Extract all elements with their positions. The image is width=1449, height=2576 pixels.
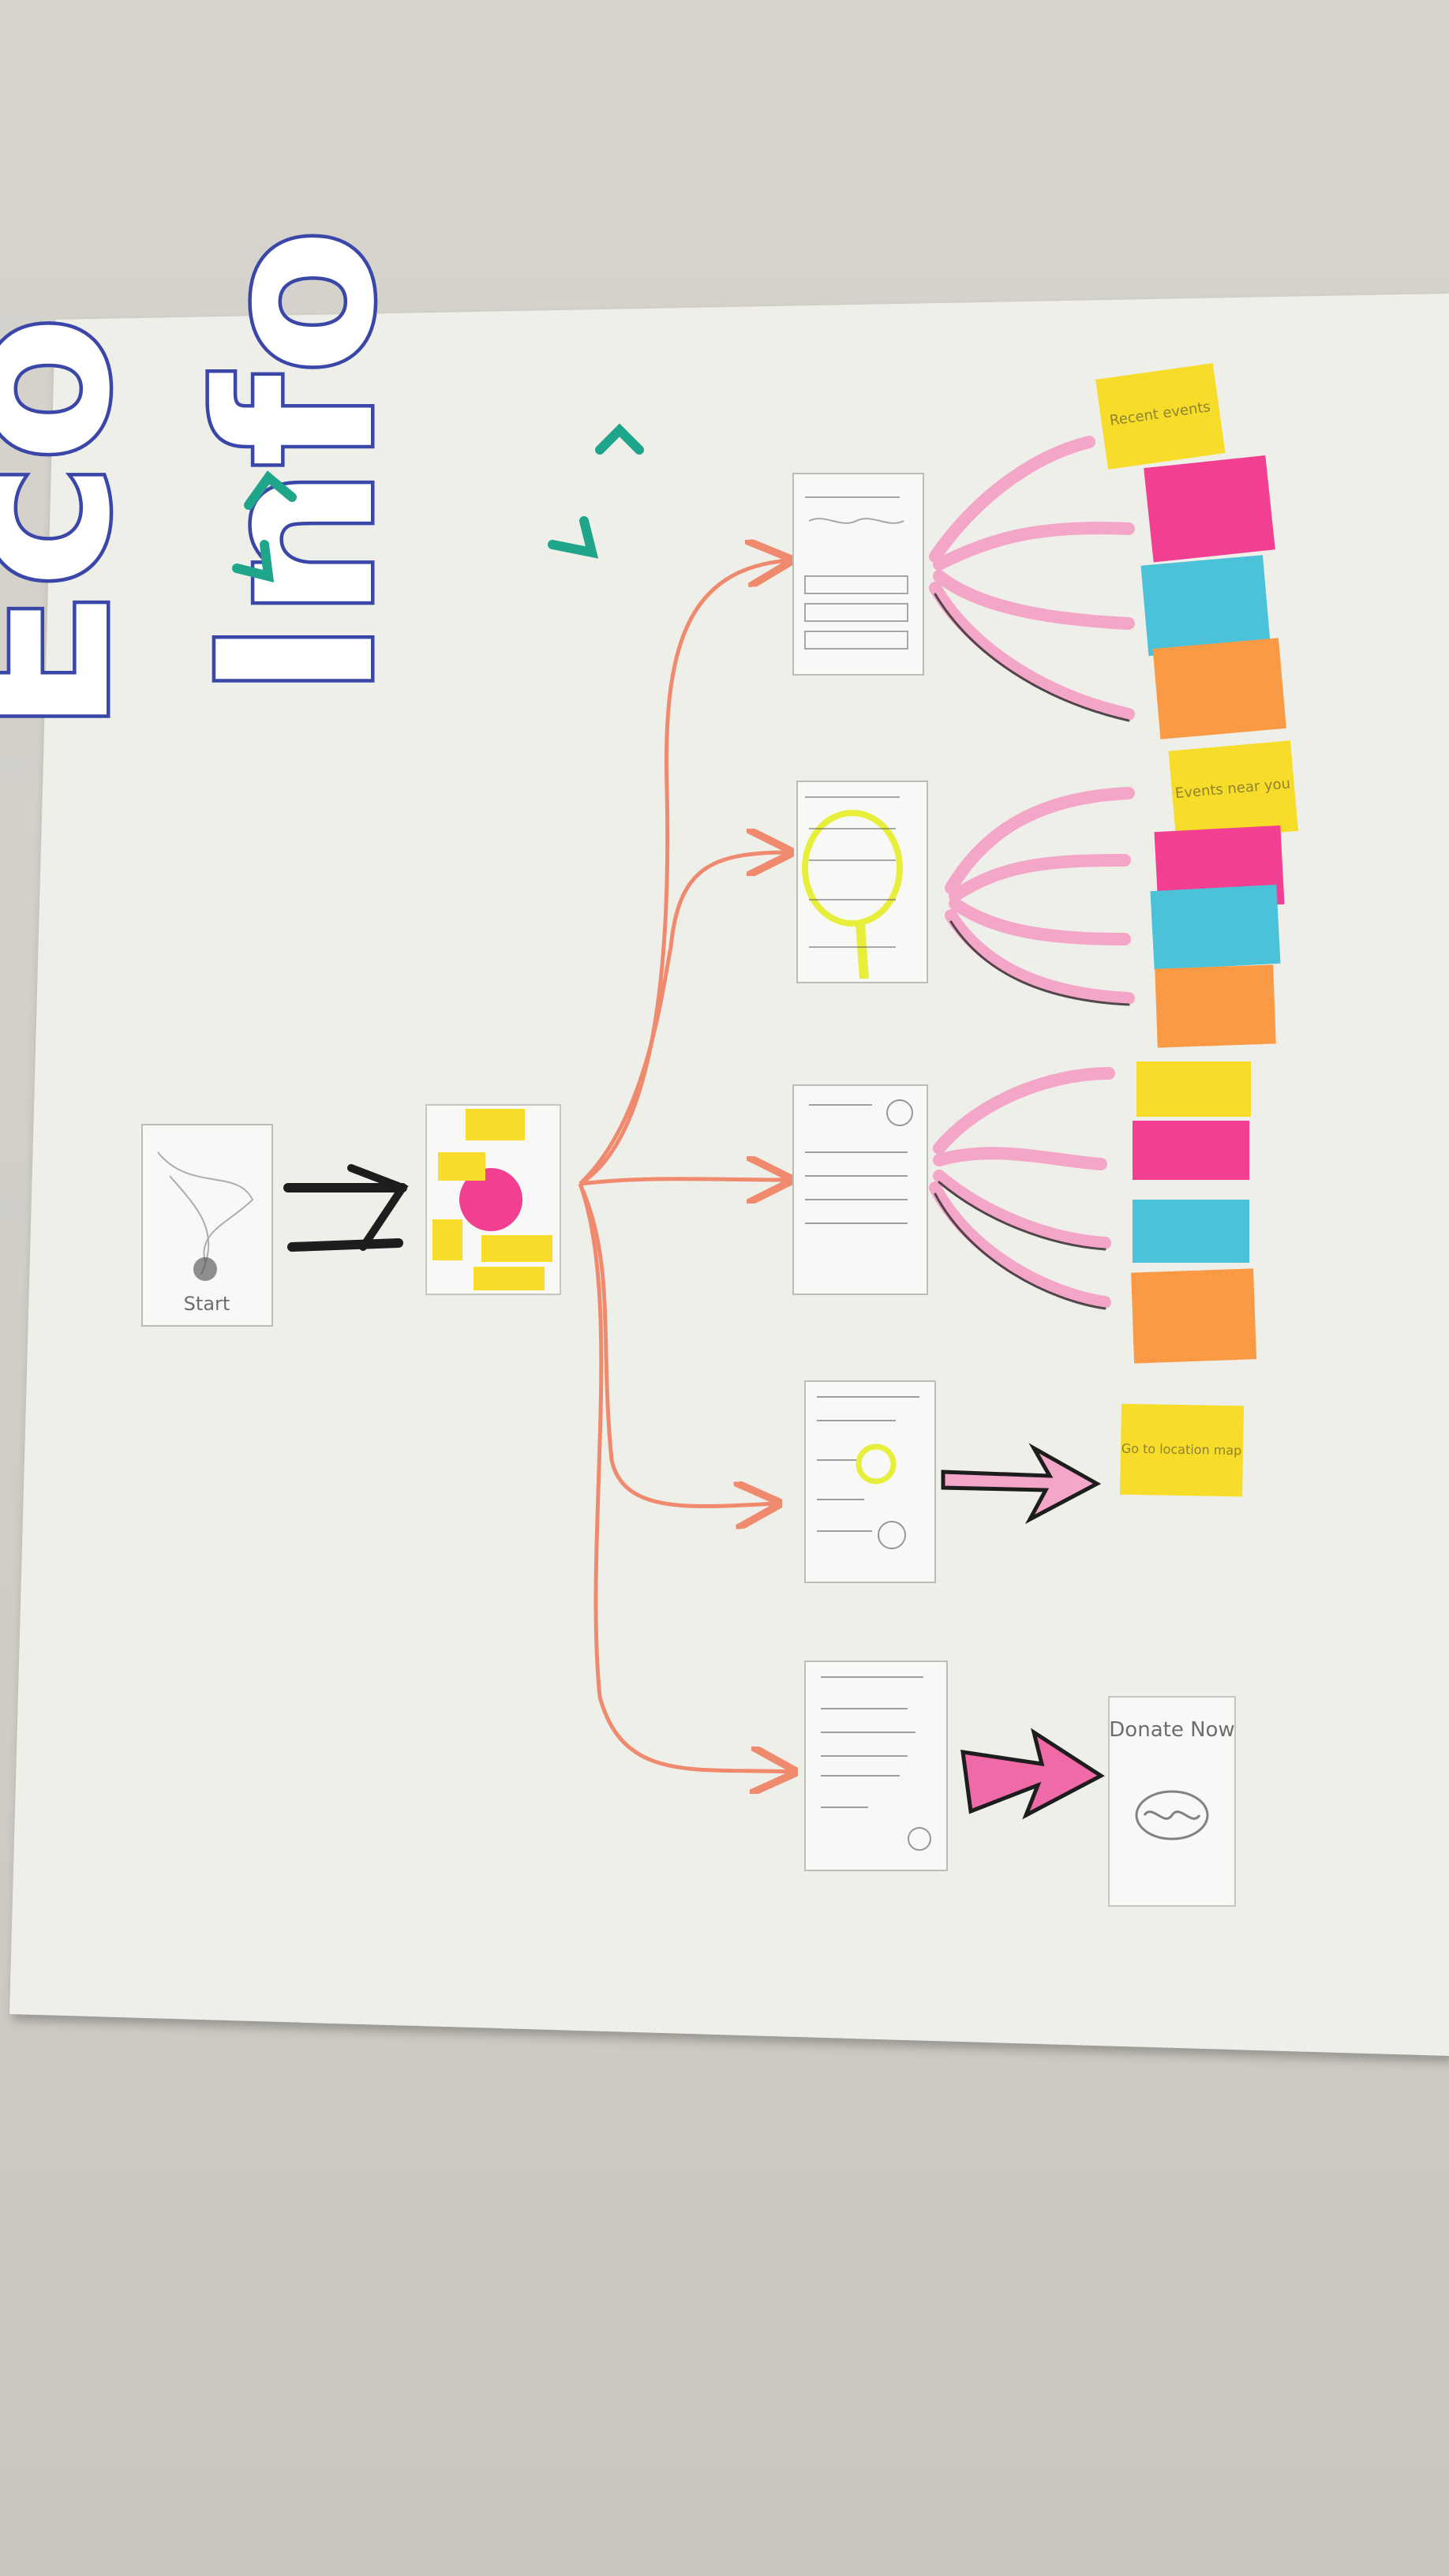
donate-caption: Donate Now <box>1109 1718 1234 1742</box>
note-row3-3 <box>1133 1200 1249 1263</box>
row5-arrow <box>960 1728 1105 1820</box>
note-row1-1: Recent events <box>1095 363 1226 470</box>
fan-arrows <box>929 436 1135 1309</box>
start-card: Start <box>141 1124 273 1327</box>
title-eco: Eco <box>0 316 157 734</box>
screen-1 <box>792 473 924 676</box>
screen-5 <box>804 1661 948 1871</box>
title-group: Eco Info <box>0 225 644 738</box>
note-row2-3 <box>1150 884 1281 971</box>
note-row4-1: Go to location map <box>1120 1403 1245 1497</box>
double-arrow <box>283 1164 409 1252</box>
start-caption: Start <box>184 1293 230 1315</box>
poster-paper <box>9 294 1449 2056</box>
home-screen-card <box>425 1104 561 1295</box>
note-row1-2 <box>1144 455 1275 563</box>
note-row3-1 <box>1136 1061 1251 1117</box>
sticky-notes: Recent events Events near you <box>1095 363 1298 1497</box>
fan-arrows-outline <box>934 593 1130 1310</box>
screen-2 <box>796 781 928 983</box>
row4-arrow <box>941 1443 1102 1525</box>
recycle-icon <box>232 423 644 582</box>
note-row2-1: Events near you <box>1168 740 1298 842</box>
note-row1-4 <box>1152 638 1286 739</box>
title-info: Info <box>173 228 421 698</box>
note-row4-1-text: Go to location map <box>1121 1441 1242 1458</box>
connectors <box>578 560 793 1772</box>
note-row1-3 <box>1140 555 1271 657</box>
screen-3 <box>792 1084 928 1295</box>
donate-card: Donate Now <box>1108 1696 1236 1907</box>
note-row3-4 <box>1131 1268 1257 1364</box>
note-row2-4 <box>1155 964 1276 1048</box>
screen-4 <box>804 1380 936 1583</box>
note-row3-2 <box>1133 1121 1249 1180</box>
